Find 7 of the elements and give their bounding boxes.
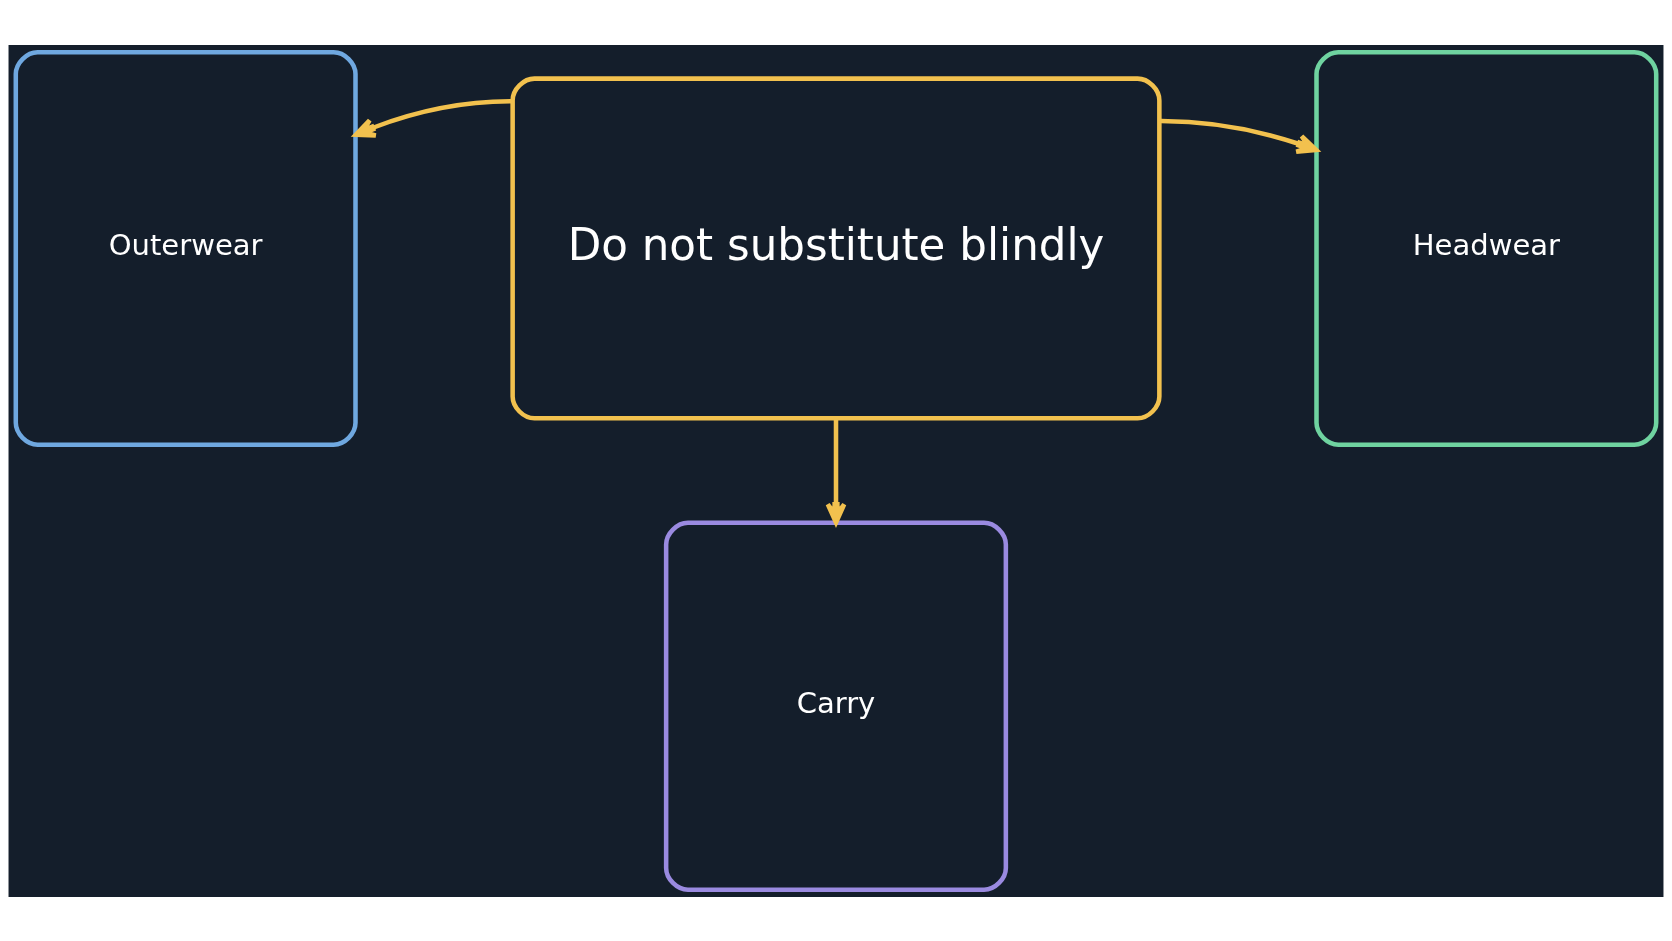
arrow [825,418,847,525]
arrow [1159,118,1319,154]
arrow [353,98,513,138]
node-box: Outerwear [13,49,358,447]
node-box: Headwear [1314,49,1659,447]
node-box: Carry [663,520,1009,892]
node-box: Do not substitute blindly [510,75,1162,421]
